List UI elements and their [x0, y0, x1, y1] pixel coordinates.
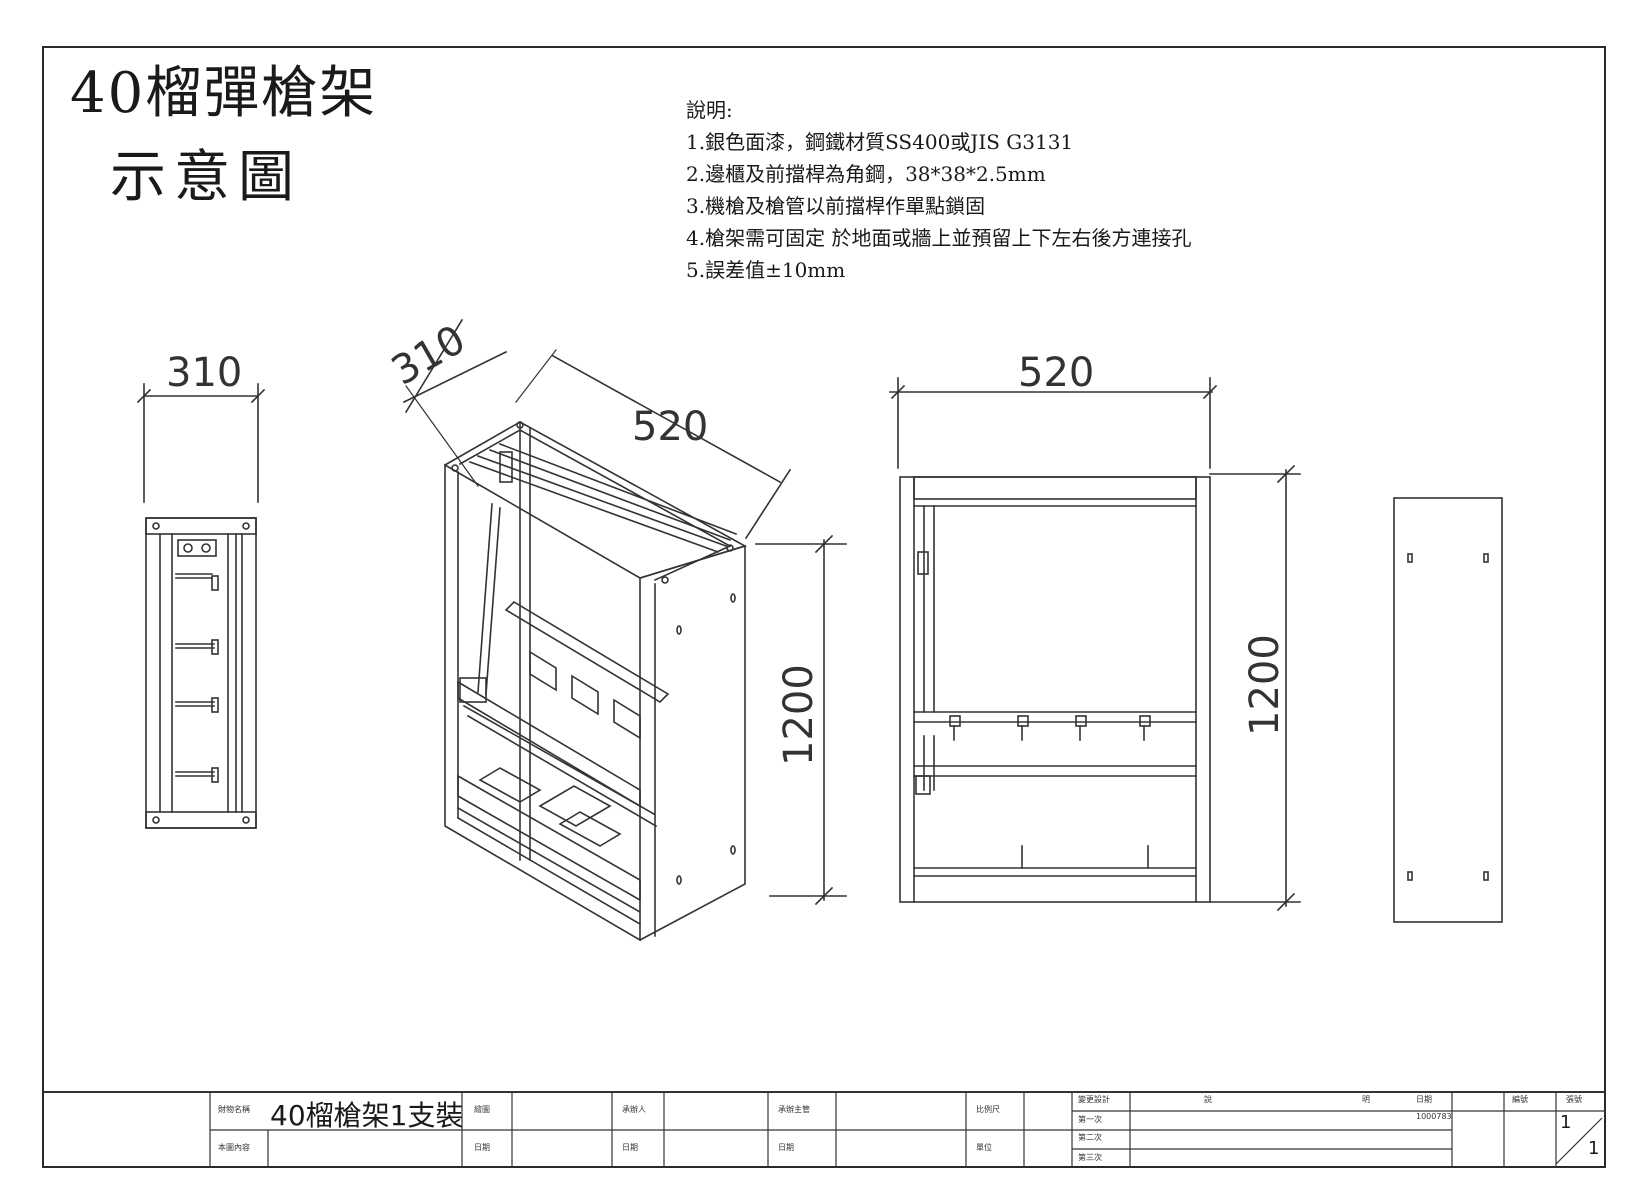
drawing-sheet-border — [42, 46, 1606, 1168]
contractor-label: 承辦主管 — [778, 1105, 810, 1114]
notes-heading: 說明: — [686, 98, 733, 122]
dim-iso-width: 520 — [632, 404, 708, 450]
drawing-subtitle: 示意圖 — [110, 145, 302, 210]
note-item-2: 2.邊櫃及前擋桿為角鋼，38*38*2.5mm — [686, 162, 1046, 186]
dim-side-width: 310 — [166, 350, 242, 396]
front-view — [889, 377, 1301, 912]
number-label: 編號 — [1512, 1095, 1528, 1104]
description-label-2: 明 — [1362, 1095, 1370, 1104]
revision-2: 第二次 — [1078, 1133, 1102, 1142]
note-item-1: 1.銀色面漆，鋼鐵材質SS400或JIS G3131 — [686, 130, 1074, 154]
description-label: 說 — [1204, 1095, 1212, 1104]
revision-1: 第一次 — [1078, 1115, 1102, 1124]
sheet-label: 張號 — [1566, 1095, 1582, 1104]
revision-label: 變更設計 — [1078, 1095, 1110, 1104]
note-item-3: 3.機槍及槍管以前擋桿作單點鎖固 — [686, 194, 986, 218]
sheet-value-bottom: 1 — [1588, 1138, 1600, 1159]
side-view — [136, 383, 266, 829]
sheet-value-top: 1 — [1560, 1112, 1572, 1133]
item-name-value: 40榴槍架1支裝 — [270, 1099, 464, 1132]
title-block: 財物名稱 40榴槍架1支裝 繪圖 承辦人 承辦主管 比例尺 本圖內容 日期 日期… — [42, 1090, 1606, 1168]
isometric-view — [402, 318, 847, 942]
dim-front-width: 520 — [1018, 350, 1094, 396]
unit-label: 單位 — [976, 1143, 992, 1152]
item-name-label: 財物名稱 — [218, 1105, 250, 1114]
scale-label: 比例尺 — [976, 1105, 1000, 1114]
content-label: 本圖內容 — [218, 1143, 250, 1152]
drawing-title: 40榴彈槍架 — [70, 61, 378, 126]
back-plate-view — [1393, 497, 1503, 923]
drawing-label: 繪圖 — [474, 1105, 490, 1114]
revision-3: 第三次 — [1078, 1153, 1102, 1162]
dim-iso-height: 1200 — [776, 664, 822, 766]
note-item-4: 4.槍架需可固定 於地面或牆上並預留上下左右後方連接孔 — [686, 226, 1192, 250]
date-label-3: 日期 — [778, 1143, 794, 1152]
contract-label: 承辦人 — [622, 1105, 646, 1114]
dim-front-height: 1200 — [1242, 634, 1288, 736]
note-item-5: 5.誤差值±10mm — [686, 258, 846, 282]
date-label-2: 日期 — [622, 1143, 638, 1152]
date-column-label: 日期 — [1416, 1095, 1432, 1104]
date-label-1: 日期 — [474, 1143, 490, 1152]
notes-block: 說明: 1.銀色面漆，鋼鐵材質SS400或JIS G3131 2.邊櫃及前擋桿為… — [686, 94, 1191, 286]
date-column-value: 1000783 — [1416, 1112, 1452, 1121]
